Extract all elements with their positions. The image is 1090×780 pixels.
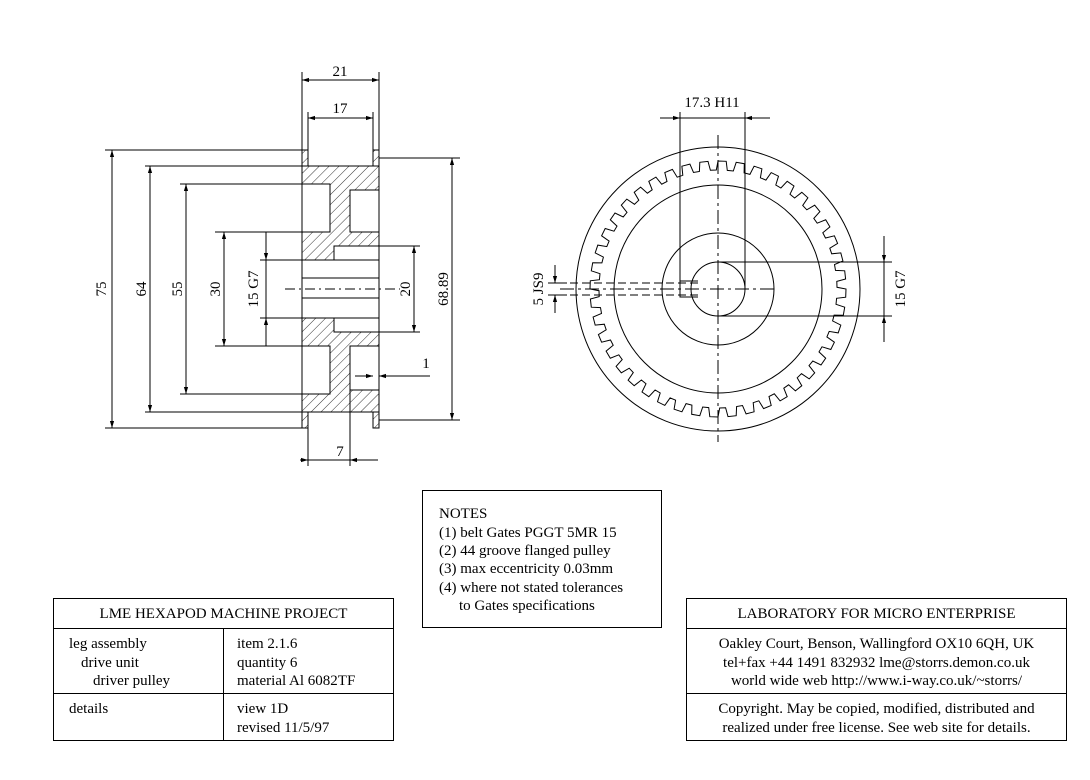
dim-dia-30: 30 bbox=[208, 282, 224, 297]
revised-date: revised 11/5/97 bbox=[237, 720, 330, 736]
assembly-line-1: leg assembly bbox=[69, 636, 147, 652]
dim-width-21: 21 bbox=[333, 64, 348, 80]
note-line-4: (4) where not stated tolerances bbox=[439, 580, 624, 596]
dim-dia-6889: 68.89 bbox=[436, 272, 452, 306]
assembly-line-3: driver pulley bbox=[93, 673, 171, 689]
material: material Al 6082TF bbox=[237, 673, 356, 689]
details-label: details bbox=[69, 701, 109, 717]
dim-width-17: 17 bbox=[333, 101, 349, 117]
note-line-1: (1) belt Gates PGGT 5MR 15 bbox=[439, 525, 617, 541]
dim-dia-75: 75 bbox=[94, 282, 110, 297]
notes-title: NOTES bbox=[439, 506, 488, 522]
copyright-line-1: Copyright. May be copied, modified, dist… bbox=[718, 701, 1035, 717]
item-number: item 2.1.6 bbox=[237, 636, 298, 652]
lab-block: LABORATORY FOR MICRO ENTERPRISE Oakley C… bbox=[686, 598, 1067, 741]
note-line-2: (2) 44 groove flanged pulley bbox=[439, 543, 611, 559]
dim-key-5js9: 5 JS9 bbox=[531, 273, 547, 306]
title-block-title: LME HEXAPOD MACHINE PROJECT bbox=[99, 606, 348, 622]
view-label: view 1D bbox=[237, 701, 289, 717]
dim-key-173: 17.3 H11 bbox=[684, 95, 739, 111]
lab-address: Oakley Court, Benson, Wallingford OX10 6… bbox=[718, 636, 1035, 652]
quantity: quantity 6 bbox=[237, 655, 298, 671]
assembly-line-2: drive unit bbox=[81, 655, 139, 671]
dim-gap-1: 1 bbox=[422, 356, 430, 372]
copyright-line-2: realized under free license. See web sit… bbox=[722, 720, 1031, 736]
dim-bore-15g7-right: 15 G7 bbox=[893, 270, 909, 308]
front-view bbox=[548, 112, 892, 442]
dim-dia-64: 64 bbox=[134, 281, 150, 297]
title-block: LME HEXAPOD MACHINE PROJECT leg assembly… bbox=[53, 598, 394, 741]
dim-dia-20: 20 bbox=[398, 282, 414, 297]
dim-dia-55: 55 bbox=[170, 282, 186, 297]
dim-bore-15g7: 15 G7 bbox=[246, 270, 262, 308]
lab-title: LABORATORY FOR MICRO ENTERPRISE bbox=[737, 606, 1016, 622]
section-view bbox=[105, 72, 460, 466]
dim-width-7: 7 bbox=[336, 444, 344, 460]
lab-web: world wide web http://www.i-way.co.uk/~s… bbox=[730, 673, 1023, 689]
note-line-5: to Gates specifications bbox=[459, 598, 595, 614]
note-line-3: (3) max eccentricity 0.03mm bbox=[439, 561, 614, 577]
lab-contact: tel+fax +44 1491 832932 lme@storrs.demon… bbox=[723, 655, 1030, 671]
notes-box: NOTES (1) belt Gates PGGT 5MR 15 (2) 44 … bbox=[422, 490, 662, 628]
